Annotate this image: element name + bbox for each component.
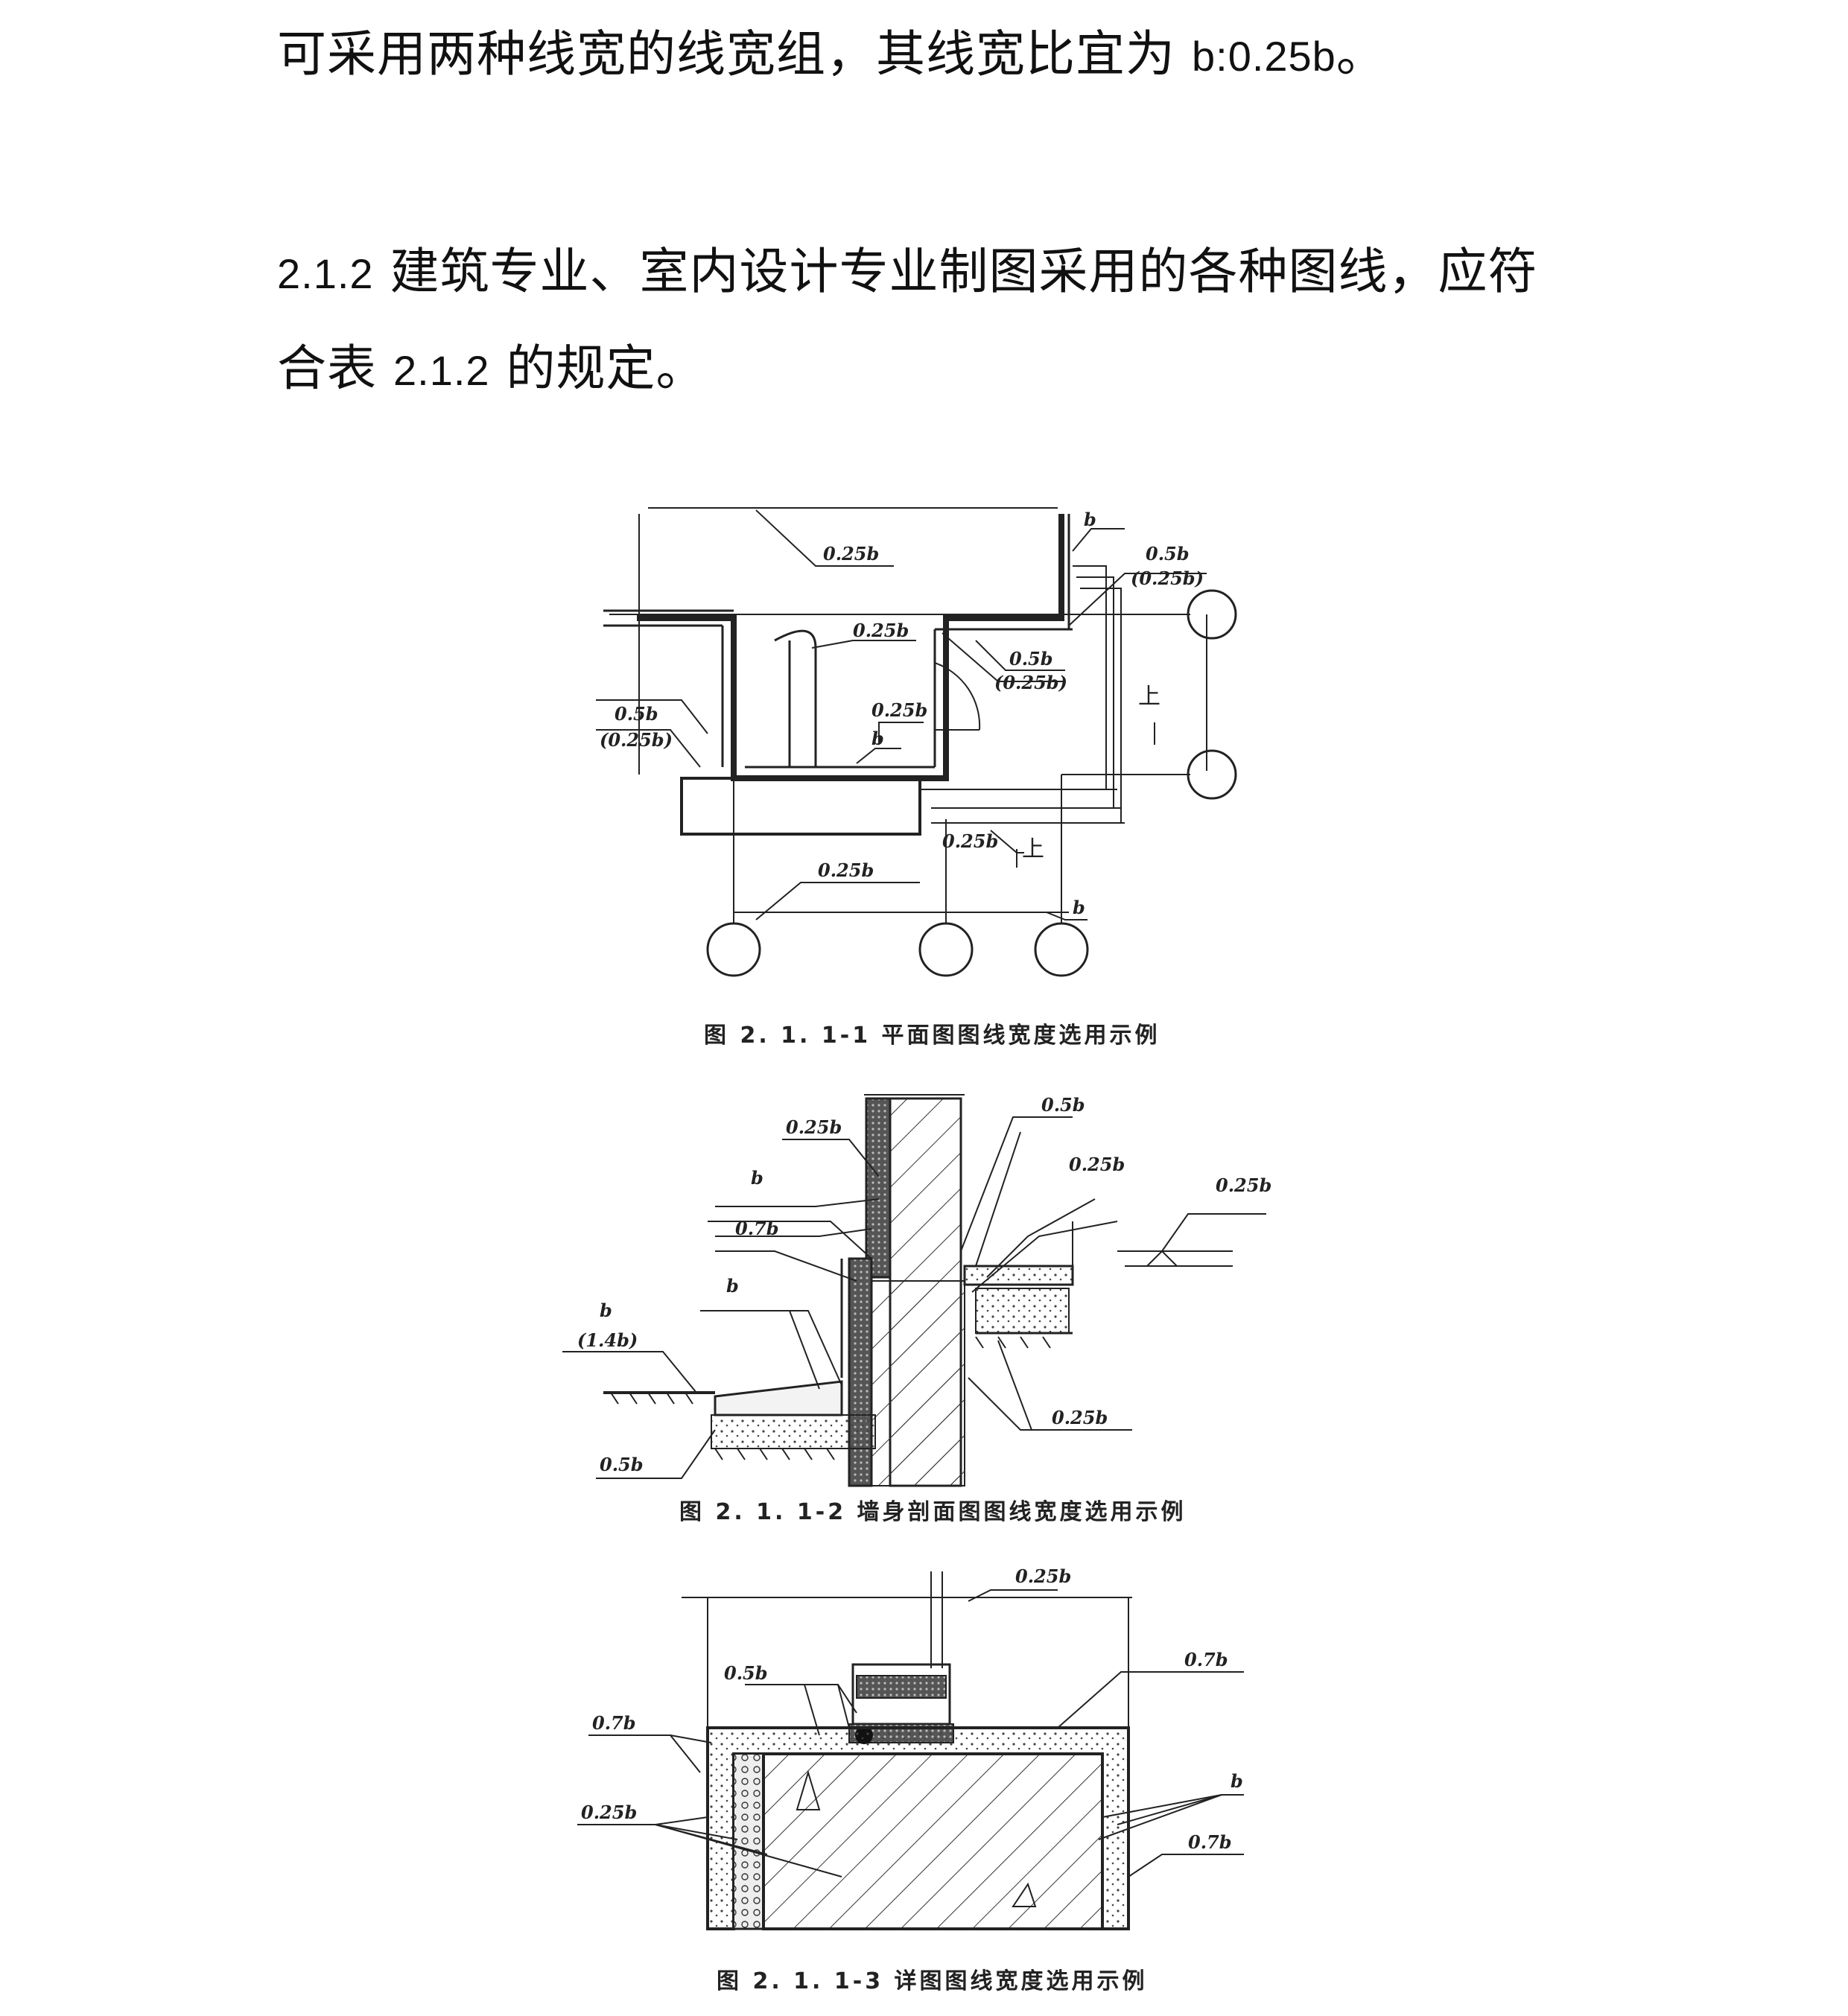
paragraph-text: 可采用两种线宽的线宽组，其线宽比宜为	[277, 25, 1192, 83]
figure-2-labels: 0.5b 0.25b 0.25b 0.25b b 0.7b b b (1.4b)…	[577, 1094, 1271, 1525]
fig2-label: 0.25b	[1069, 1154, 1125, 1175]
fig3-label: 0.7b	[1184, 1649, 1228, 1670]
paragraph-line-width-ratio: 可采用两种线宽的线宽组，其线宽比宜为 b:0.25b。	[277, 30, 1386, 79]
fig1-label: b	[1073, 897, 1085, 918]
fig1-label: 0.25b	[818, 859, 874, 881]
figure-3-detail-drawing	[577, 1571, 1244, 1930]
paragraph-end: 。	[1336, 25, 1386, 83]
figure-2-caption: 图 2. 1. 1-2 墙身剖面图图线宽度选用示例	[679, 1499, 1187, 1525]
fig2-label: 0.25b	[1052, 1407, 1108, 1428]
figure-2-wall-section-drawing	[562, 1094, 1266, 1487]
fig2-label: 0.25b	[1216, 1174, 1271, 1196]
fig1-label: (0.25b)	[600, 729, 673, 751]
fig1-label: (0.25b)	[994, 672, 1067, 693]
fig2-label: b	[600, 1300, 612, 1321]
clause-2-1-2-line1: 2.1.2 建筑专业、室内设计专业制图采用的各种图线，应符	[277, 247, 1538, 296]
clause-2-1-2-line2: 合表 2.1.2 的规定。	[277, 344, 706, 393]
ratio-text: b:0.25b	[1191, 33, 1336, 80]
fig2-label: 0.25b	[786, 1116, 842, 1138]
fig1-up-arrow-label: 上	[1022, 836, 1044, 862]
fig3-label: 0.7b	[592, 1712, 636, 1734]
figure-1-plan-drawing	[596, 507, 1237, 977]
fig1-label: 0.25b	[942, 830, 998, 852]
fig1-label: 0.5b	[1146, 543, 1190, 565]
fig3-label: b	[1231, 1770, 1243, 1792]
fig3-label: 0.25b	[581, 1802, 637, 1823]
fig2-label: b	[751, 1167, 763, 1189]
fig2-label: 0.5b	[600, 1454, 644, 1475]
clause-number: 2.1.2	[277, 250, 374, 297]
fig2-label: 0.7b	[735, 1218, 779, 1239]
fig3-label: 0.7b	[1188, 1831, 1232, 1853]
fig1-label: 0.25b	[871, 699, 927, 721]
fig3-label: 0.5b	[724, 1662, 768, 1684]
fig1-up-arrow-label: 上	[1138, 684, 1160, 710]
fig1-label: 0.5b	[615, 703, 658, 725]
fig1-label: b	[871, 728, 884, 749]
figure-1-caption: 图 2. 1. 1-1 平面图图线宽度选用示例	[704, 1023, 1160, 1049]
fig2-label: 0.5b	[1041, 1094, 1085, 1116]
fig3-label: 0.25b	[1015, 1565, 1071, 1587]
table-number: 2.1.2	[393, 347, 490, 394]
figure-3-labels: 0.25b 0.5b 0.7b 0.7b 0.25b b 0.7b 图 2. 1…	[581, 1565, 1243, 1994]
fig2-label: b	[726, 1275, 739, 1297]
fig1-label: 0.5b	[1009, 648, 1053, 670]
figure-1-labels: 0.25b b 0.5b (0.25b) 0.25b 0.5b (0.25b) …	[600, 509, 1204, 1049]
fig1-label: b	[1084, 509, 1096, 530]
fig1-label: (0.25b)	[1131, 567, 1204, 589]
clause-text: 建筑专业、室内设计专业制图采用的各种图线，应符	[373, 243, 1538, 300]
clause-text-a: 合表	[277, 340, 393, 397]
figure-3-caption: 图 2. 1. 1-3 详图图线宽度选用示例	[717, 1968, 1148, 1994]
clause-text-b: 的规定。	[489, 340, 706, 397]
fig2-label: (1.4b)	[577, 1329, 638, 1351]
fig1-label: 0.25b	[853, 620, 909, 641]
fig1-label: 0.25b	[823, 543, 879, 565]
